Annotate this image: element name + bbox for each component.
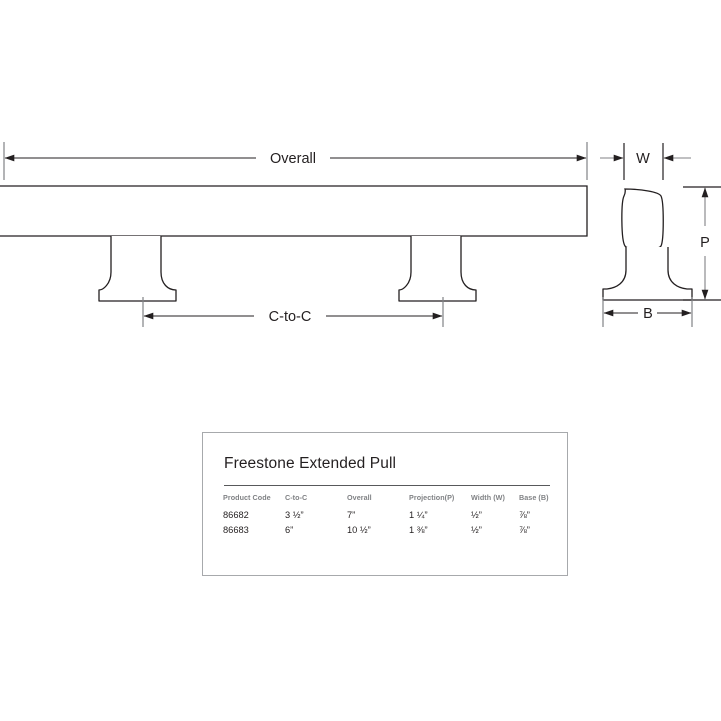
cell-width: ½” — [471, 510, 482, 520]
cell-c-to-c: 3 ½” — [285, 510, 304, 520]
cell-base: ⅞” — [519, 510, 530, 520]
cell-overall: 7” — [347, 510, 356, 520]
column-header-product-code: Product Code — [223, 493, 271, 502]
column-header-c-to-c: C-to-C — [285, 493, 308, 502]
pull-left-foot — [98, 236, 177, 302]
width-dimension-group: W — [600, 143, 691, 180]
pull-bar-body — [0, 185, 588, 237]
table-row: 86683 6” 10 ½” 1 ⅜” ½” ⅞” — [223, 524, 559, 539]
projection-dimension-group: P — [683, 186, 721, 301]
specifications-table: Product Code C-to-C Overall Projection(P… — [223, 493, 559, 539]
ctoc-dimension-label: C-to-C — [269, 309, 312, 325]
overall-dimension-group: Overall — [3, 142, 588, 180]
spec-card: Freestone Extended Pull Product Code C-t… — [202, 432, 568, 576]
side-section-view-group — [602, 188, 693, 301]
cell-product-code: 86683 — [223, 525, 249, 535]
cell-c-to-c: 6” — [285, 525, 294, 535]
base-dimension-group: B — [602, 297, 693, 327]
cell-product-code: 86682 — [223, 510, 249, 520]
spec-card-title: Freestone Extended Pull — [224, 455, 397, 472]
column-header-overall: Overall — [347, 493, 372, 502]
projection-dimension-label: P — [700, 235, 710, 251]
cell-base: ⅞” — [519, 525, 530, 535]
cell-projection: 1 ¼” — [409, 510, 428, 520]
ctoc-dimension-group: C-to-C — [142, 297, 444, 327]
side-view-post-and-base — [602, 247, 693, 301]
column-header-base: Base (B) — [519, 493, 549, 502]
spec-card-divider — [224, 485, 550, 486]
base-dimension-label: B — [643, 306, 653, 322]
column-header-projection: Projection(P) — [409, 493, 455, 502]
table-row: 86682 3 ½” 7” 1 ¼” ½” ⅞” — [223, 509, 559, 524]
front-elevation-group — [0, 185, 588, 302]
cell-projection: 1 ⅜” — [409, 525, 428, 535]
side-view-head — [621, 188, 664, 251]
table-header-row: Product Code C-to-C Overall Projection(P… — [223, 493, 559, 509]
cell-width: ½” — [471, 525, 482, 535]
overall-dimension-label: Overall — [270, 151, 316, 167]
cell-overall: 10 ½” — [347, 525, 371, 535]
width-dimension-label: W — [636, 151, 650, 167]
column-header-width: Width (W) — [471, 493, 505, 502]
pull-right-foot — [398, 236, 477, 302]
